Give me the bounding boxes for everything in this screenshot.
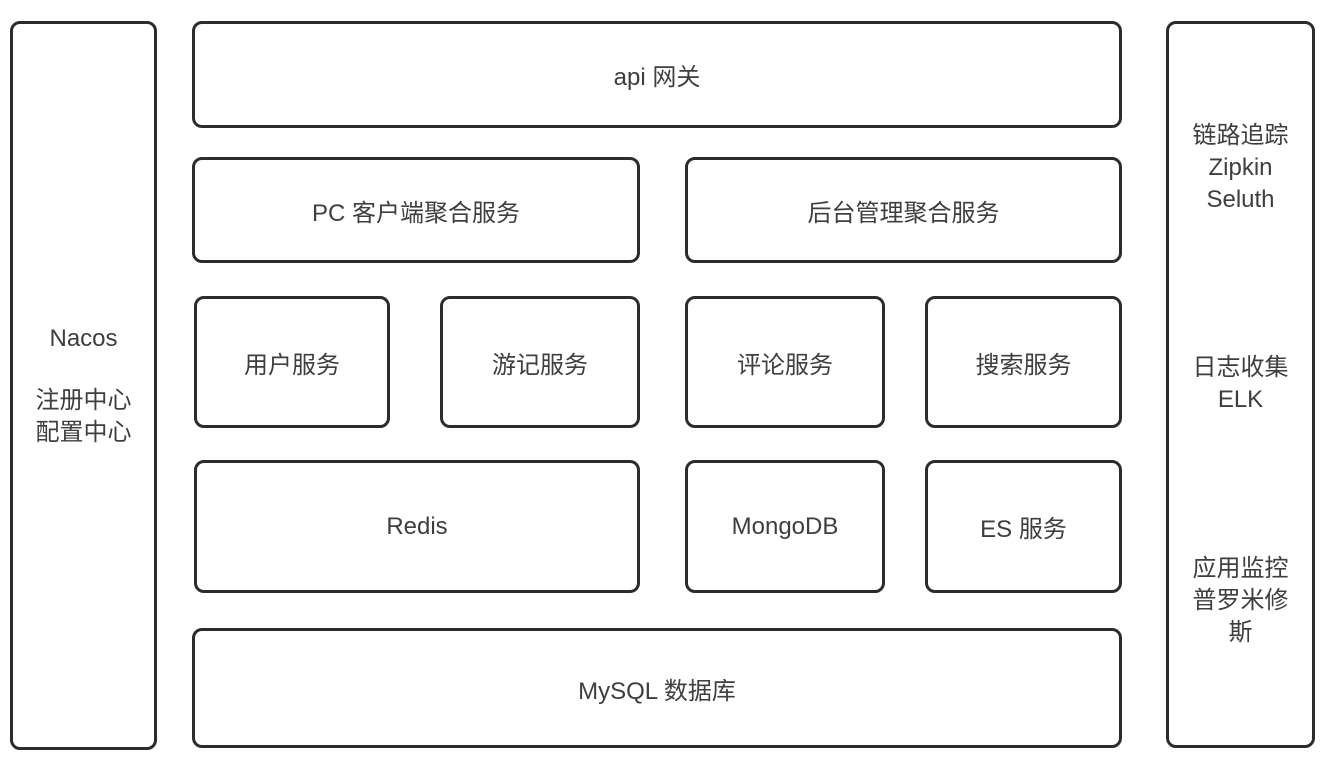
datastore-row: Redis MongoDB ES 服务 [192, 460, 1122, 593]
admin-aggregation-label: 后台管理聚合服务 [807, 199, 1000, 227]
box-admin-aggregation-service: 后台管理聚合服务 [685, 157, 1122, 263]
nacos-roles: 注册中心 配置中心 [36, 385, 132, 449]
box-pc-client-aggregation-service: PC 客户端聚合服务 [192, 157, 640, 263]
app-monitoring-label: 应用监控 [1192, 554, 1289, 582]
box-comment-service: 评论服务 [685, 296, 885, 428]
nacos-panel: Nacos 注册中心 配置中心 [10, 21, 157, 750]
api-gateway-label: api 网关 [613, 64, 701, 91]
travel-notes-service-label: 游记服务 [492, 351, 588, 379]
log-collection-group: 日志收集 ELK [1187, 352, 1294, 416]
nacos-role-registry: 注册中心 [35, 386, 132, 414]
mongodb-label: MongoDB [731, 512, 839, 540]
box-user-service: 用户服务 [194, 296, 390, 428]
es-service-label: ES 服务 [980, 516, 1067, 543]
box-api-gateway: api 网关 [192, 21, 1122, 128]
mysql-database-label: MySQL 数据库 [578, 677, 736, 705]
comment-service-label: 评论服务 [737, 351, 833, 379]
zipkin-label: Zipkin [1208, 154, 1273, 182]
nacos-title: Nacos [49, 324, 118, 352]
box-travel-notes-service: 游记服务 [440, 296, 640, 428]
app-monitoring-group: 应用监控 普罗米修斯 [1187, 553, 1294, 649]
domain-services-row: 用户服务 游记服务 评论服务 搜索服务 [192, 296, 1122, 428]
observability-panel: 链路追踪 Zipkin Seluth 日志收集 ELK 应用监控 普罗米修斯 [1166, 21, 1315, 748]
nacos-role-config: 配置中心 [35, 418, 132, 446]
database-row: MySQL 数据库 [192, 628, 1122, 748]
pc-client-aggregation-label: PC 客户端聚合服务 [311, 199, 520, 227]
search-service-label: 搜索服务 [975, 351, 1072, 379]
service-stack: api 网关 PC 客户端聚合服务 后台管理聚合服务 用户服务 游记服务 评论服… [192, 21, 1122, 748]
seluth-label: Seluth [1206, 186, 1275, 214]
aggregation-row: PC 客户端聚合服务 后台管理聚合服务 [192, 157, 1122, 263]
box-mongodb: MongoDB [685, 460, 885, 593]
link-tracing-label: 链路追踪 [1192, 122, 1289, 150]
gateway-row: api 网关 [192, 21, 1122, 128]
user-service-label: 用户服务 [244, 351, 340, 379]
box-search-service: 搜索服务 [925, 296, 1122, 428]
box-es-service: ES 服务 [925, 460, 1122, 593]
prometheus-label: 普罗米修斯 [1192, 586, 1289, 646]
log-collection-label: 日志收集 [1192, 354, 1289, 382]
elk-label: ELK [1217, 386, 1264, 414]
box-redis: Redis [194, 460, 640, 593]
box-mysql-database: MySQL 数据库 [192, 628, 1122, 748]
link-tracing-group: 链路追踪 Zipkin Seluth [1187, 120, 1294, 216]
redis-label: Redis [386, 512, 448, 540]
